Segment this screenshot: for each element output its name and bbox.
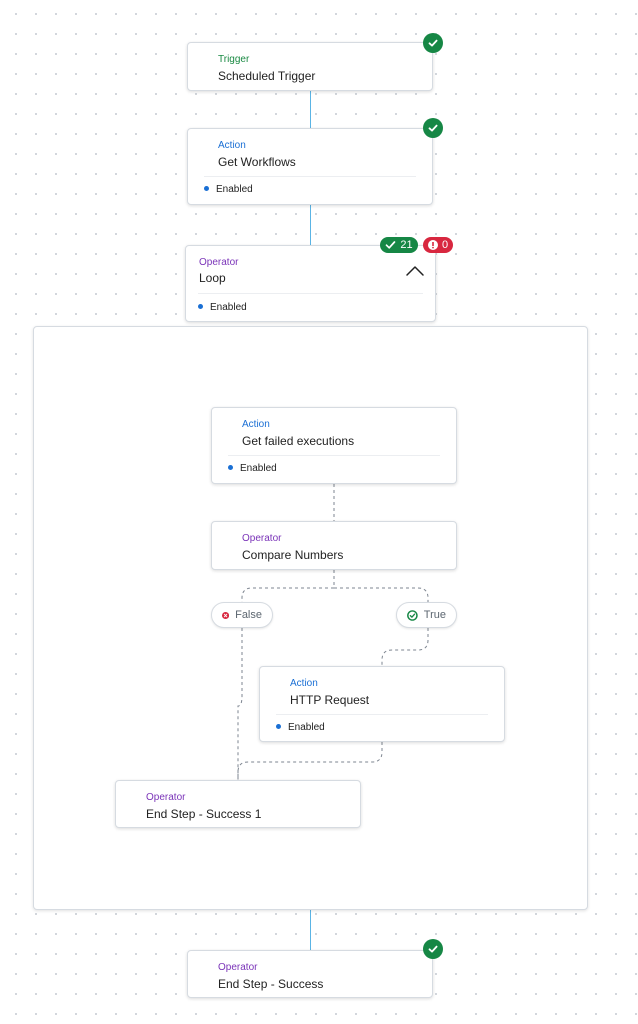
node-type-label: Action <box>290 678 318 689</box>
get-failed-executions-node[interactable]: Action Get failed executions Enabled <box>211 407 457 484</box>
divider <box>198 293 423 294</box>
trigger-node[interactable]: Trigger Scheduled Trigger <box>187 42 433 91</box>
success-count-badge: 21 <box>380 237 418 253</box>
http-request-node[interactable]: Action HTTP Request Enabled <box>259 666 505 742</box>
divider <box>276 714 488 715</box>
true-branch-label[interactable]: True <box>396 602 457 628</box>
branch-label: False <box>235 609 262 621</box>
node-type-label: Operator <box>242 533 282 544</box>
connector-line <box>310 910 311 950</box>
end-step-success-node[interactable]: Operator End Step - Success <box>187 950 433 998</box>
node-name: Get failed executions <box>242 434 355 448</box>
node-name: Loop <box>199 271 226 285</box>
status-enabled: Enabled <box>198 302 247 313</box>
exclamation-icon <box>427 240 438 250</box>
branch-label: True <box>423 609 446 621</box>
chevron-up-icon[interactable] <box>405 264 425 282</box>
success-count: 21 <box>400 239 413 251</box>
status-enabled: Enabled <box>204 184 253 195</box>
connector-line <box>310 205 311 245</box>
check-circle-icon <box>423 118 443 138</box>
divider <box>204 176 416 177</box>
check-outline-icon <box>407 609 418 621</box>
end-step-success-1-node[interactable]: Operator End Step - Success 1 <box>115 780 361 828</box>
node-type-label: Action <box>242 419 270 430</box>
error-count-badge: 0 <box>423 237 453 253</box>
check-circle-icon <box>423 33 443 53</box>
status-dot <box>228 464 233 470</box>
node-type-label: Operator <box>199 257 239 268</box>
check-icon <box>386 241 396 249</box>
node-type-label: Action <box>218 140 246 151</box>
loop-node[interactable]: Operator Loop Enabled <box>185 245 436 322</box>
check-circle-icon <box>423 939 443 959</box>
node-name: Get Workflows <box>218 155 296 169</box>
status-label: Enabled <box>216 184 253 195</box>
connector-line <box>310 91 311 128</box>
x-circle-icon <box>222 611 230 619</box>
node-name: Compare Numbers <box>242 548 344 562</box>
status-label: Enabled <box>288 722 325 733</box>
status-label: Enabled <box>240 463 277 474</box>
node-name: End Step - Success <box>218 977 324 991</box>
get-workflows-node[interactable]: Action Get Workflows Enabled <box>187 128 433 205</box>
status-dot <box>198 303 203 309</box>
node-type-label: Operator <box>146 792 186 803</box>
node-name: HTTP Request <box>290 693 370 707</box>
status-enabled: Enabled <box>276 722 325 733</box>
status-enabled: Enabled <box>228 463 277 474</box>
node-name: End Step - Success 1 <box>146 807 262 821</box>
compare-numbers-node[interactable]: Operator Compare Numbers <box>211 521 457 570</box>
false-branch-label[interactable]: False <box>211 602 273 628</box>
status-dot <box>204 185 209 191</box>
status-label: Enabled <box>210 302 247 313</box>
node-type-label: Trigger <box>218 54 250 65</box>
node-type-label: Operator <box>218 962 258 973</box>
status-dot <box>276 723 281 729</box>
node-name: Scheduled Trigger <box>218 69 316 83</box>
divider <box>228 455 440 456</box>
error-count: 0 <box>441 239 449 251</box>
